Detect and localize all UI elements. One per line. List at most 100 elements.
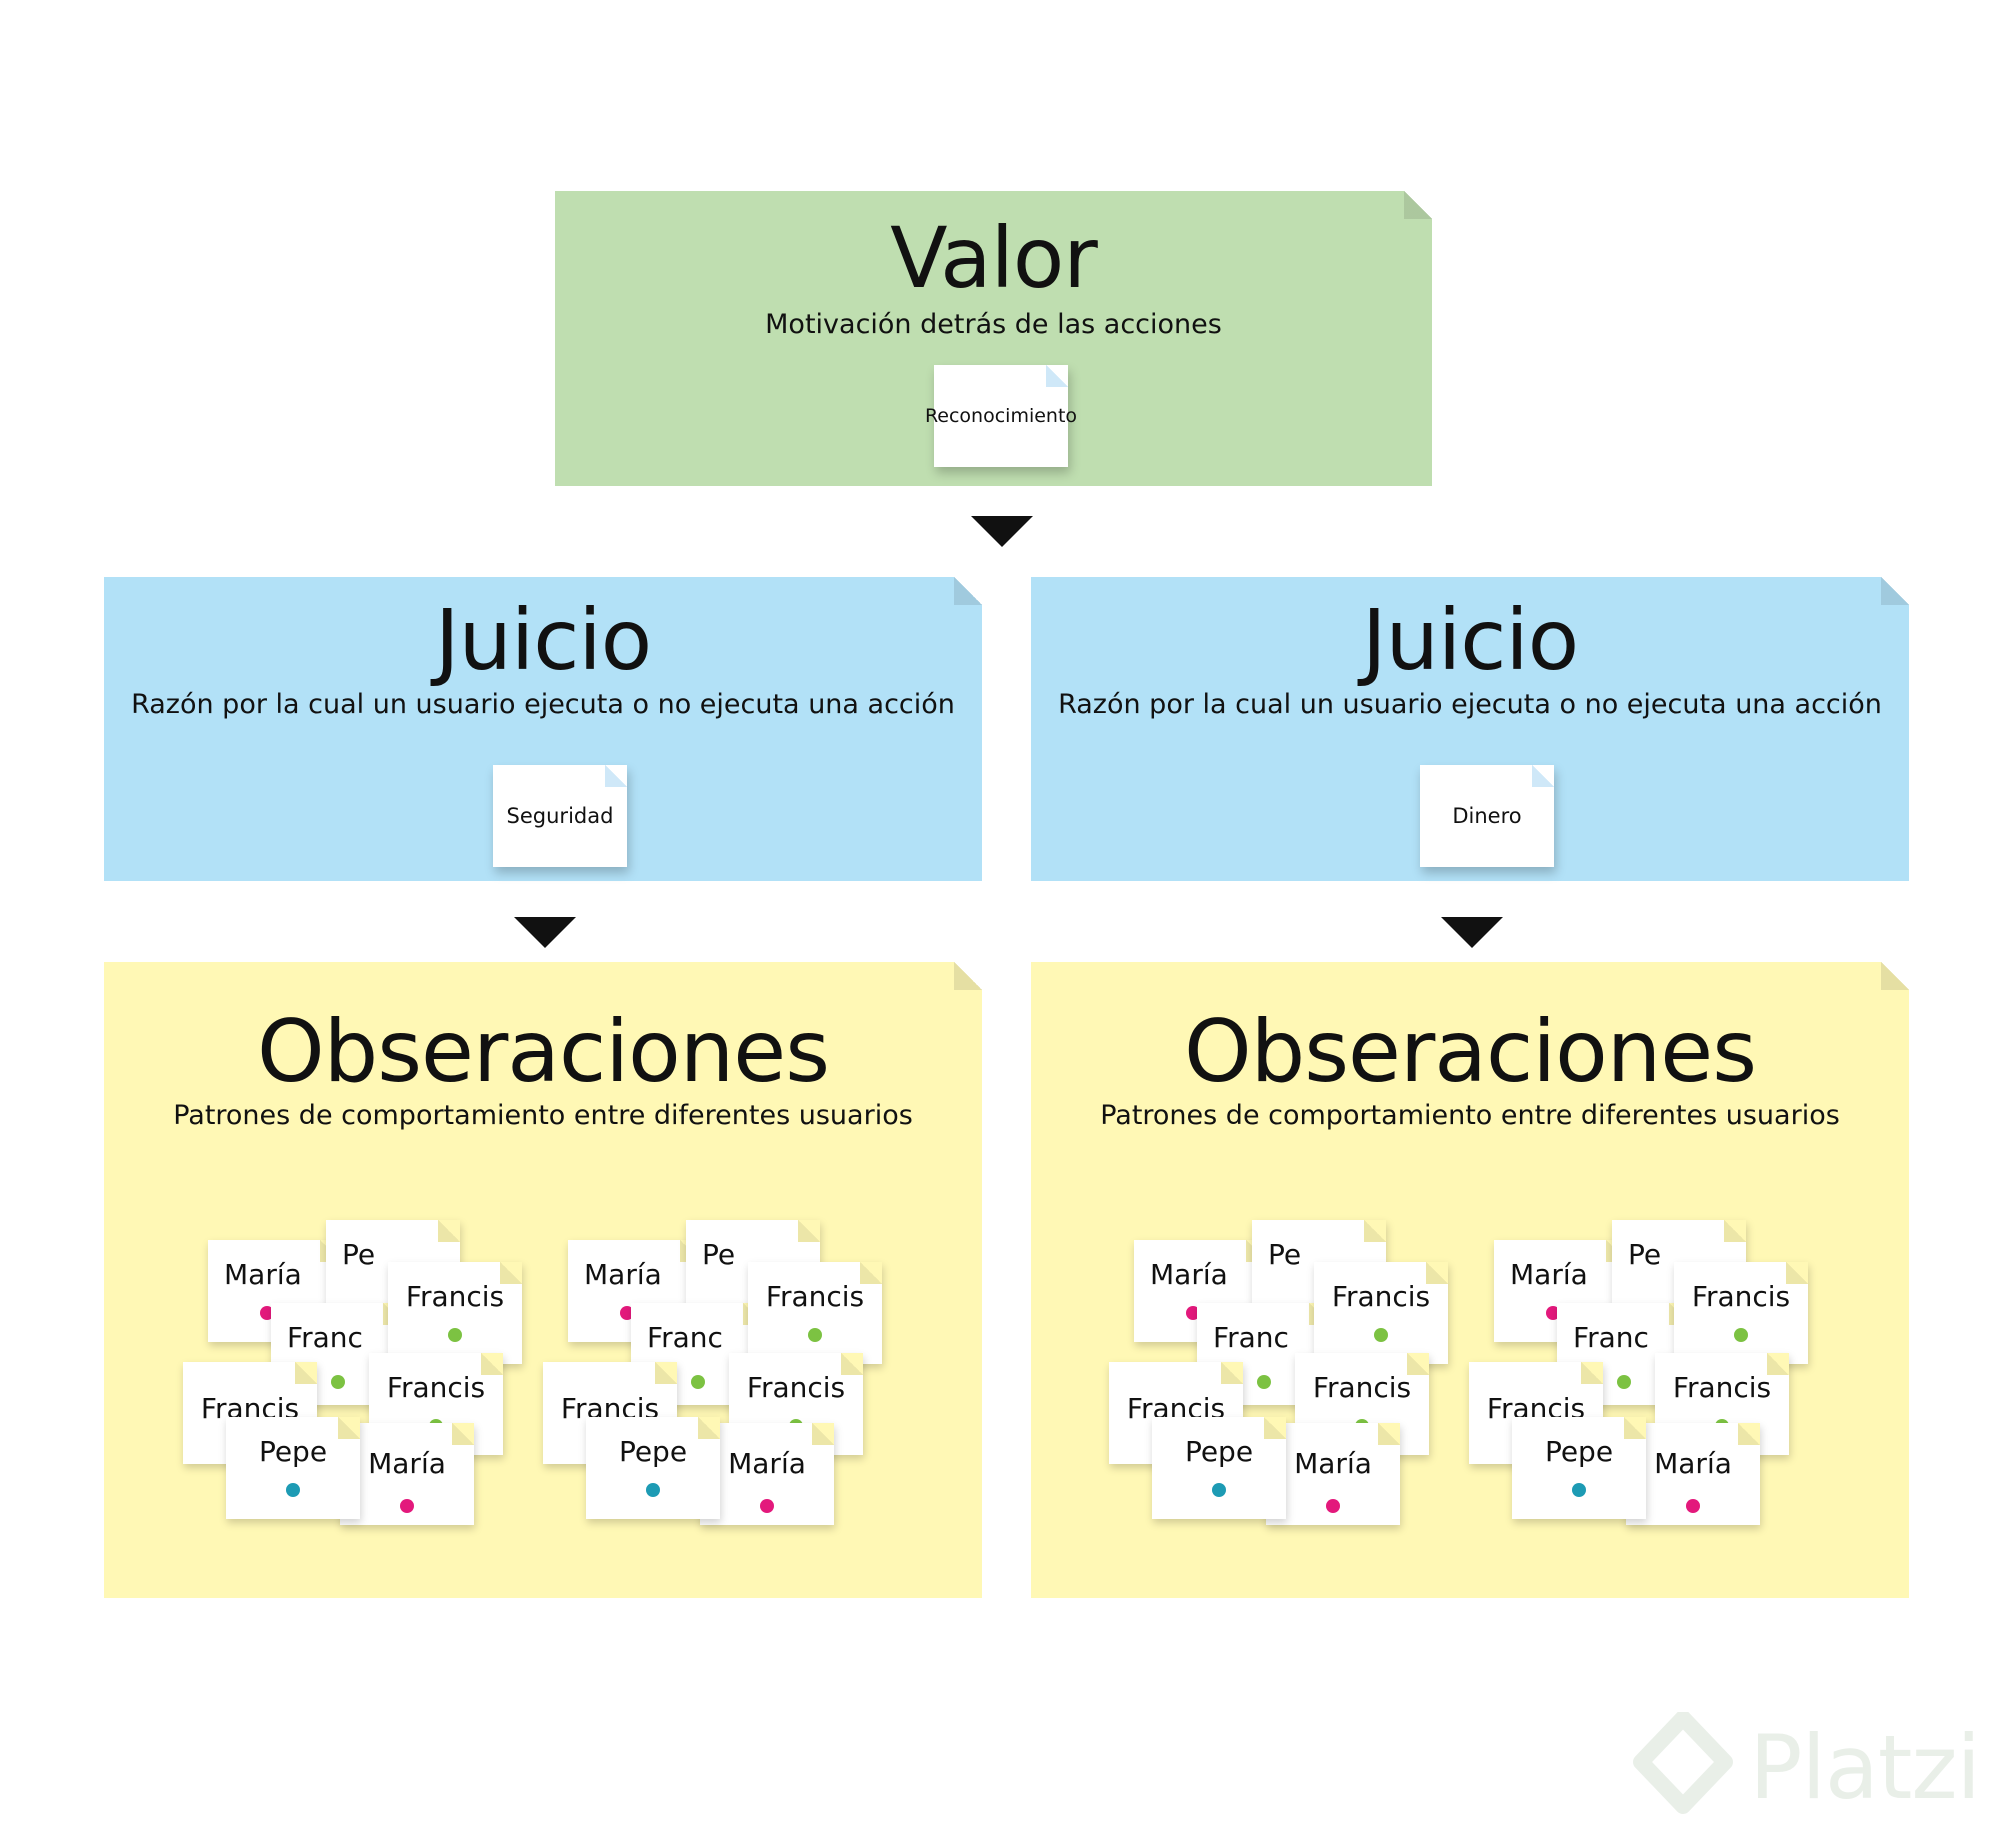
folded-corner bbox=[1786, 1262, 1808, 1284]
note-name: Pepe bbox=[258, 1435, 328, 1468]
francis-dot bbox=[1257, 1375, 1271, 1389]
juicio-tag-label: Dinero bbox=[1452, 804, 1522, 828]
maria-dot bbox=[400, 1499, 414, 1513]
francis-dot bbox=[1374, 1328, 1388, 1342]
folded-corner bbox=[1404, 191, 1432, 219]
valor-tag-note: Reconocimiento bbox=[925, 365, 1077, 467]
francis-dot bbox=[1734, 1328, 1748, 1342]
folded-corner bbox=[1378, 1423, 1400, 1445]
note-name: María bbox=[1654, 1447, 1732, 1480]
valor-subtitle: Motivación detrás de las acciones bbox=[765, 309, 1222, 340]
folded-corner bbox=[1532, 765, 1554, 787]
arrow-down-icon bbox=[514, 917, 576, 948]
juicio-tag-note-right: Dinero bbox=[1420, 765, 1554, 867]
note-name: María bbox=[584, 1258, 662, 1291]
note-name: Francis bbox=[1331, 1280, 1431, 1313]
folded-corner bbox=[698, 1417, 720, 1439]
folded-corner bbox=[1624, 1417, 1646, 1439]
observaciones-subtitle: Patrones de comportamiento entre diferen… bbox=[173, 1100, 913, 1131]
note-name: Franc bbox=[1213, 1321, 1289, 1354]
juicio-tag-label: Seguridad bbox=[506, 804, 614, 828]
platzi-logo-text: Platzi bbox=[1749, 1715, 1981, 1819]
francis-dot bbox=[691, 1375, 705, 1389]
note-name: Franc bbox=[647, 1321, 723, 1354]
sticky-note-francis: Francis bbox=[388, 1262, 522, 1364]
note-name: Francis bbox=[405, 1280, 505, 1313]
folded-corner bbox=[1046, 365, 1068, 387]
sticky-note-maria: María bbox=[700, 1423, 834, 1525]
note-name: Pepe bbox=[1544, 1435, 1614, 1468]
juicio-subtitle: Razón por la cual un usuario ejecuta o n… bbox=[131, 689, 955, 720]
sticky-note-francis: Francis bbox=[1314, 1262, 1448, 1364]
francis-dot bbox=[1617, 1375, 1631, 1389]
folded-corner bbox=[1738, 1423, 1760, 1445]
note-name: Pe bbox=[342, 1238, 376, 1271]
note-name: Francis bbox=[1691, 1280, 1791, 1313]
note-name: Franc bbox=[287, 1321, 363, 1354]
francis-dot bbox=[808, 1328, 822, 1342]
folded-corner bbox=[338, 1417, 360, 1439]
pepe-dot bbox=[1572, 1483, 1586, 1497]
folded-corner bbox=[1881, 962, 1909, 990]
sticky-note-francis: Francis bbox=[1469, 1362, 1603, 1464]
francis-dot bbox=[331, 1375, 345, 1389]
note-name: Francis bbox=[765, 1280, 865, 1313]
maria-dot bbox=[260, 1306, 274, 1320]
valor-title: Valor bbox=[890, 209, 1098, 307]
folded-corner bbox=[860, 1262, 882, 1284]
pepe-dot bbox=[286, 1483, 300, 1497]
folded-corner bbox=[1724, 1220, 1746, 1242]
folded-corner bbox=[1581, 1362, 1603, 1384]
note-name: Francis bbox=[386, 1371, 486, 1404]
maria-dot bbox=[760, 1499, 774, 1513]
sticky-note-francis: Francis bbox=[748, 1262, 882, 1364]
juicio-title: Juicio bbox=[434, 591, 652, 689]
note-name: María bbox=[1150, 1258, 1228, 1291]
note-name: María bbox=[1294, 1447, 1372, 1480]
note-name: Pe bbox=[1268, 1238, 1302, 1271]
folded-corner bbox=[798, 1220, 820, 1242]
maria-dot bbox=[1186, 1306, 1200, 1320]
juicio-card-right: Juicio Razón por la cual un usuario ejec… bbox=[1031, 577, 1909, 881]
platzi-logo-icon bbox=[1633, 1712, 1734, 1814]
sticky-note-pepe: Pepe bbox=[1512, 1417, 1646, 1519]
folded-corner bbox=[841, 1353, 863, 1375]
note-name: Pe bbox=[1628, 1238, 1662, 1271]
sticky-note-pepe: Pepe bbox=[586, 1417, 720, 1519]
pepe-dot bbox=[646, 1483, 660, 1497]
arrow-down-icon bbox=[1441, 917, 1503, 948]
note-name: Francis bbox=[1312, 1371, 1412, 1404]
folded-corner bbox=[812, 1423, 834, 1445]
folded-corner bbox=[954, 962, 982, 990]
sticky-note-pepe: Pepe bbox=[226, 1417, 360, 1519]
maria-dot bbox=[1546, 1306, 1560, 1320]
folded-corner bbox=[605, 765, 627, 787]
note-name: Franc bbox=[1573, 1321, 1649, 1354]
folded-corner bbox=[1364, 1220, 1386, 1242]
note-cluster: María Pe Franc Francis Francis Francis M… bbox=[543, 1220, 903, 1550]
observaciones-subtitle: Patrones de comportamiento entre diferen… bbox=[1100, 1100, 1840, 1131]
pepe-dot bbox=[1212, 1483, 1226, 1497]
sticky-note-maria: María bbox=[1266, 1423, 1400, 1525]
sticky-note-francis: Francis bbox=[1674, 1262, 1808, 1364]
note-name: Pepe bbox=[1184, 1435, 1254, 1468]
folded-corner bbox=[1767, 1353, 1789, 1375]
observaciones-title: Obseraciones bbox=[256, 1002, 830, 1102]
folded-corner bbox=[1407, 1353, 1429, 1375]
folded-corner bbox=[1264, 1417, 1286, 1439]
folded-corner bbox=[655, 1362, 677, 1384]
note-name: María bbox=[224, 1258, 302, 1291]
note-name: Francis bbox=[1672, 1371, 1772, 1404]
sticky-note-maria: María bbox=[1626, 1423, 1760, 1525]
note-name: María bbox=[1510, 1258, 1588, 1291]
note-name: Pe bbox=[702, 1238, 736, 1271]
francis-dot bbox=[448, 1328, 462, 1342]
sticky-note-pepe: Pepe bbox=[1152, 1417, 1286, 1519]
observaciones-title: Obseraciones bbox=[1183, 1002, 1757, 1102]
note-name: Pepe bbox=[618, 1435, 688, 1468]
maria-dot bbox=[1686, 1499, 1700, 1513]
note-cluster: María Pe Franc Francis Francis Francis M… bbox=[1109, 1220, 1469, 1550]
juicio-tag-note-left: Seguridad bbox=[493, 765, 627, 867]
folded-corner bbox=[295, 1362, 317, 1384]
folded-corner bbox=[1426, 1262, 1448, 1284]
